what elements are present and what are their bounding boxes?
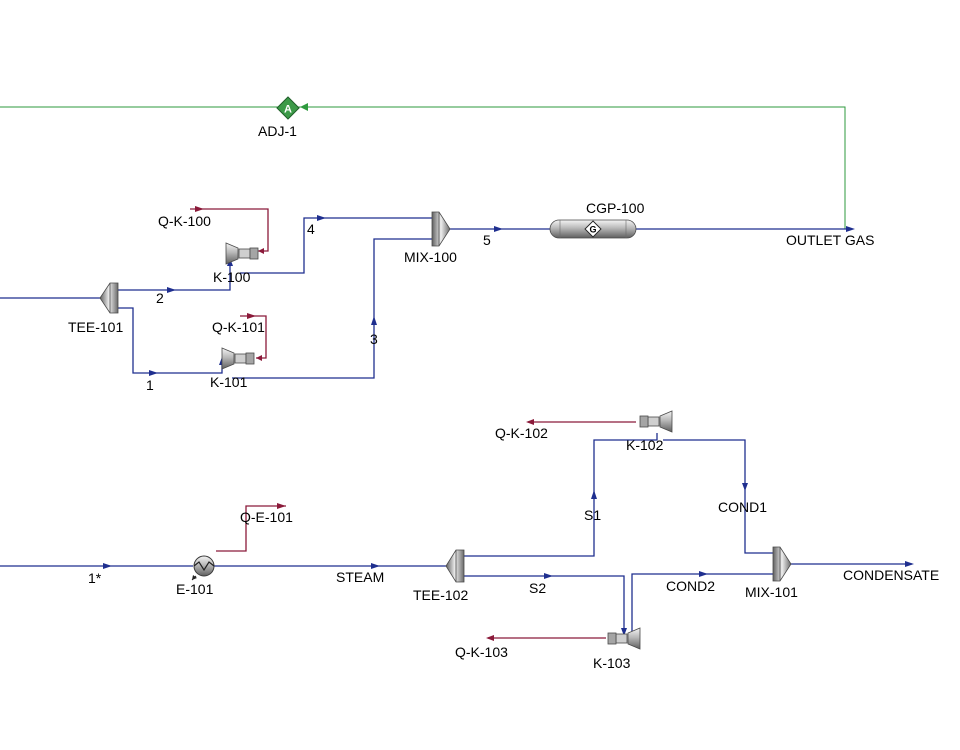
label-tee-101[interactable]: TEE-101 [68,319,123,335]
compressor-icon[interactable] [639,410,673,433]
compressor-icon[interactable] [225,242,259,265]
svg-text:G: G [589,225,596,235]
energy-arrows [195,206,534,641]
label-condensate[interactable]: CONDENSATE [843,567,939,583]
stream-3-line[interactable] [232,238,432,379]
label-q-k-103[interactable]: Q-K-103 [455,644,508,660]
cond1-line[interactable] [663,439,773,554]
label-stream-1star[interactable]: 1* [88,570,102,586]
label-stream-5[interactable]: 5 [483,232,491,248]
label-mix-100[interactable]: MIX-100 [404,249,457,265]
tee-icon[interactable] [445,549,465,583]
label-s2[interactable]: S2 [529,580,546,596]
label-e-101[interactable]: E-101 [176,581,214,597]
label-stream-1[interactable]: 1 [146,377,154,393]
adjust-icon[interactable]: A [276,96,300,120]
label-tee-102[interactable]: TEE-102 [413,587,468,603]
compressor-icon[interactable] [607,627,641,650]
compressor-icon[interactable] [221,347,255,370]
stream-S1-line[interactable] [463,433,658,557]
label-mix-101[interactable]: MIX-101 [745,584,798,600]
adjust-logic-line[interactable] [0,106,846,229]
label-q-k-101[interactable]: Q-K-101 [212,319,265,335]
stream-2-line[interactable] [116,261,231,291]
stream-1-line[interactable] [116,307,223,374]
label-outlet-gas[interactable]: OUTLET GAS [786,232,874,248]
mixer-icon[interactable] [772,546,792,582]
label-q-k-100[interactable]: Q-K-100 [158,213,211,229]
label-stream-3[interactable]: 3 [370,331,378,347]
svg-text:A: A [284,104,292,116]
label-cgp-100[interactable]: CGP-100 [586,200,645,216]
stream-arrows [103,215,914,636]
label-s1[interactable]: S1 [584,507,601,523]
heat-exchanger-icon[interactable] [191,555,215,581]
mixer-icon[interactable] [431,211,451,247]
label-stream-2[interactable]: 2 [156,290,164,306]
label-cond1[interactable]: COND1 [718,499,767,515]
label-k-102[interactable]: K-102 [626,437,664,453]
label-cond2[interactable]: COND2 [666,578,715,594]
adjust-logic-arrow [300,103,308,111]
label-k-103[interactable]: K-103 [593,655,631,671]
gibbs-reactor-icon[interactable]: G [549,219,637,239]
stream-4-line[interactable] [240,217,432,274]
label-adj-1[interactable]: ADJ-1 [258,123,297,139]
cond2-line[interactable] [631,573,773,640]
label-k-100[interactable]: K-100 [213,269,251,285]
label-q-e-101[interactable]: Q-E-101 [240,509,293,525]
label-stream-4[interactable]: 4 [307,221,315,237]
q-e-101-line[interactable] [216,505,286,552]
label-steam[interactable]: STEAM [336,569,384,585]
label-k-101[interactable]: K-101 [210,374,248,390]
tee-icon[interactable] [99,282,119,314]
stream-S2-line[interactable] [463,575,625,633]
label-q-k-102[interactable]: Q-K-102 [495,425,548,441]
